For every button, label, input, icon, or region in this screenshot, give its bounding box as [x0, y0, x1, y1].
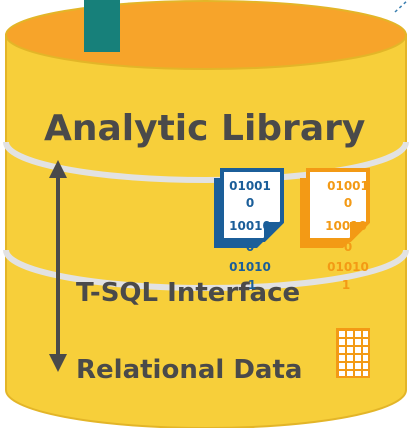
- doc-left-line-2: 0: [246, 196, 254, 210]
- cylinder-top: [5, 0, 407, 70]
- layer-label-analytic-library: Analytic Library: [44, 108, 365, 149]
- binary-document-icon-right: 01001 0 10010 0 01010 1: [300, 168, 370, 292]
- doc-right-line-5: 01010: [327, 260, 369, 274]
- doc-right-line-2: 0: [344, 196, 352, 210]
- doc-left-line-1: 01001: [229, 179, 271, 193]
- layer-separator-1: [3, 141, 409, 183]
- doc-left-line-4: 0: [246, 240, 254, 254]
- doc-left-line-3: 10010: [229, 219, 271, 233]
- table-grid-icon: [336, 328, 370, 378]
- doc-right-line-4: 0: [344, 240, 352, 254]
- layer-label-relational-data: Relational Data: [76, 355, 302, 385]
- doc-right-line-1: 01001: [327, 179, 369, 193]
- double-headed-vertical-arrow-icon: [49, 160, 67, 372]
- doc-left-line-6: 1: [248, 278, 256, 292]
- doc-right-line-6: 1: [342, 278, 350, 292]
- layer-separator-2: [3, 249, 409, 291]
- layer-label-tsql-interface: T-SQL Interface: [76, 278, 300, 308]
- binary-document-icon-left: 01001 0 10010 0 01010 1: [214, 168, 284, 292]
- doc-left-line-5: 01010: [229, 260, 271, 274]
- doc-right-line-3: 10010: [325, 219, 367, 233]
- dashed-guide-line: [394, 0, 409, 13]
- teal-pipe: [84, 0, 120, 52]
